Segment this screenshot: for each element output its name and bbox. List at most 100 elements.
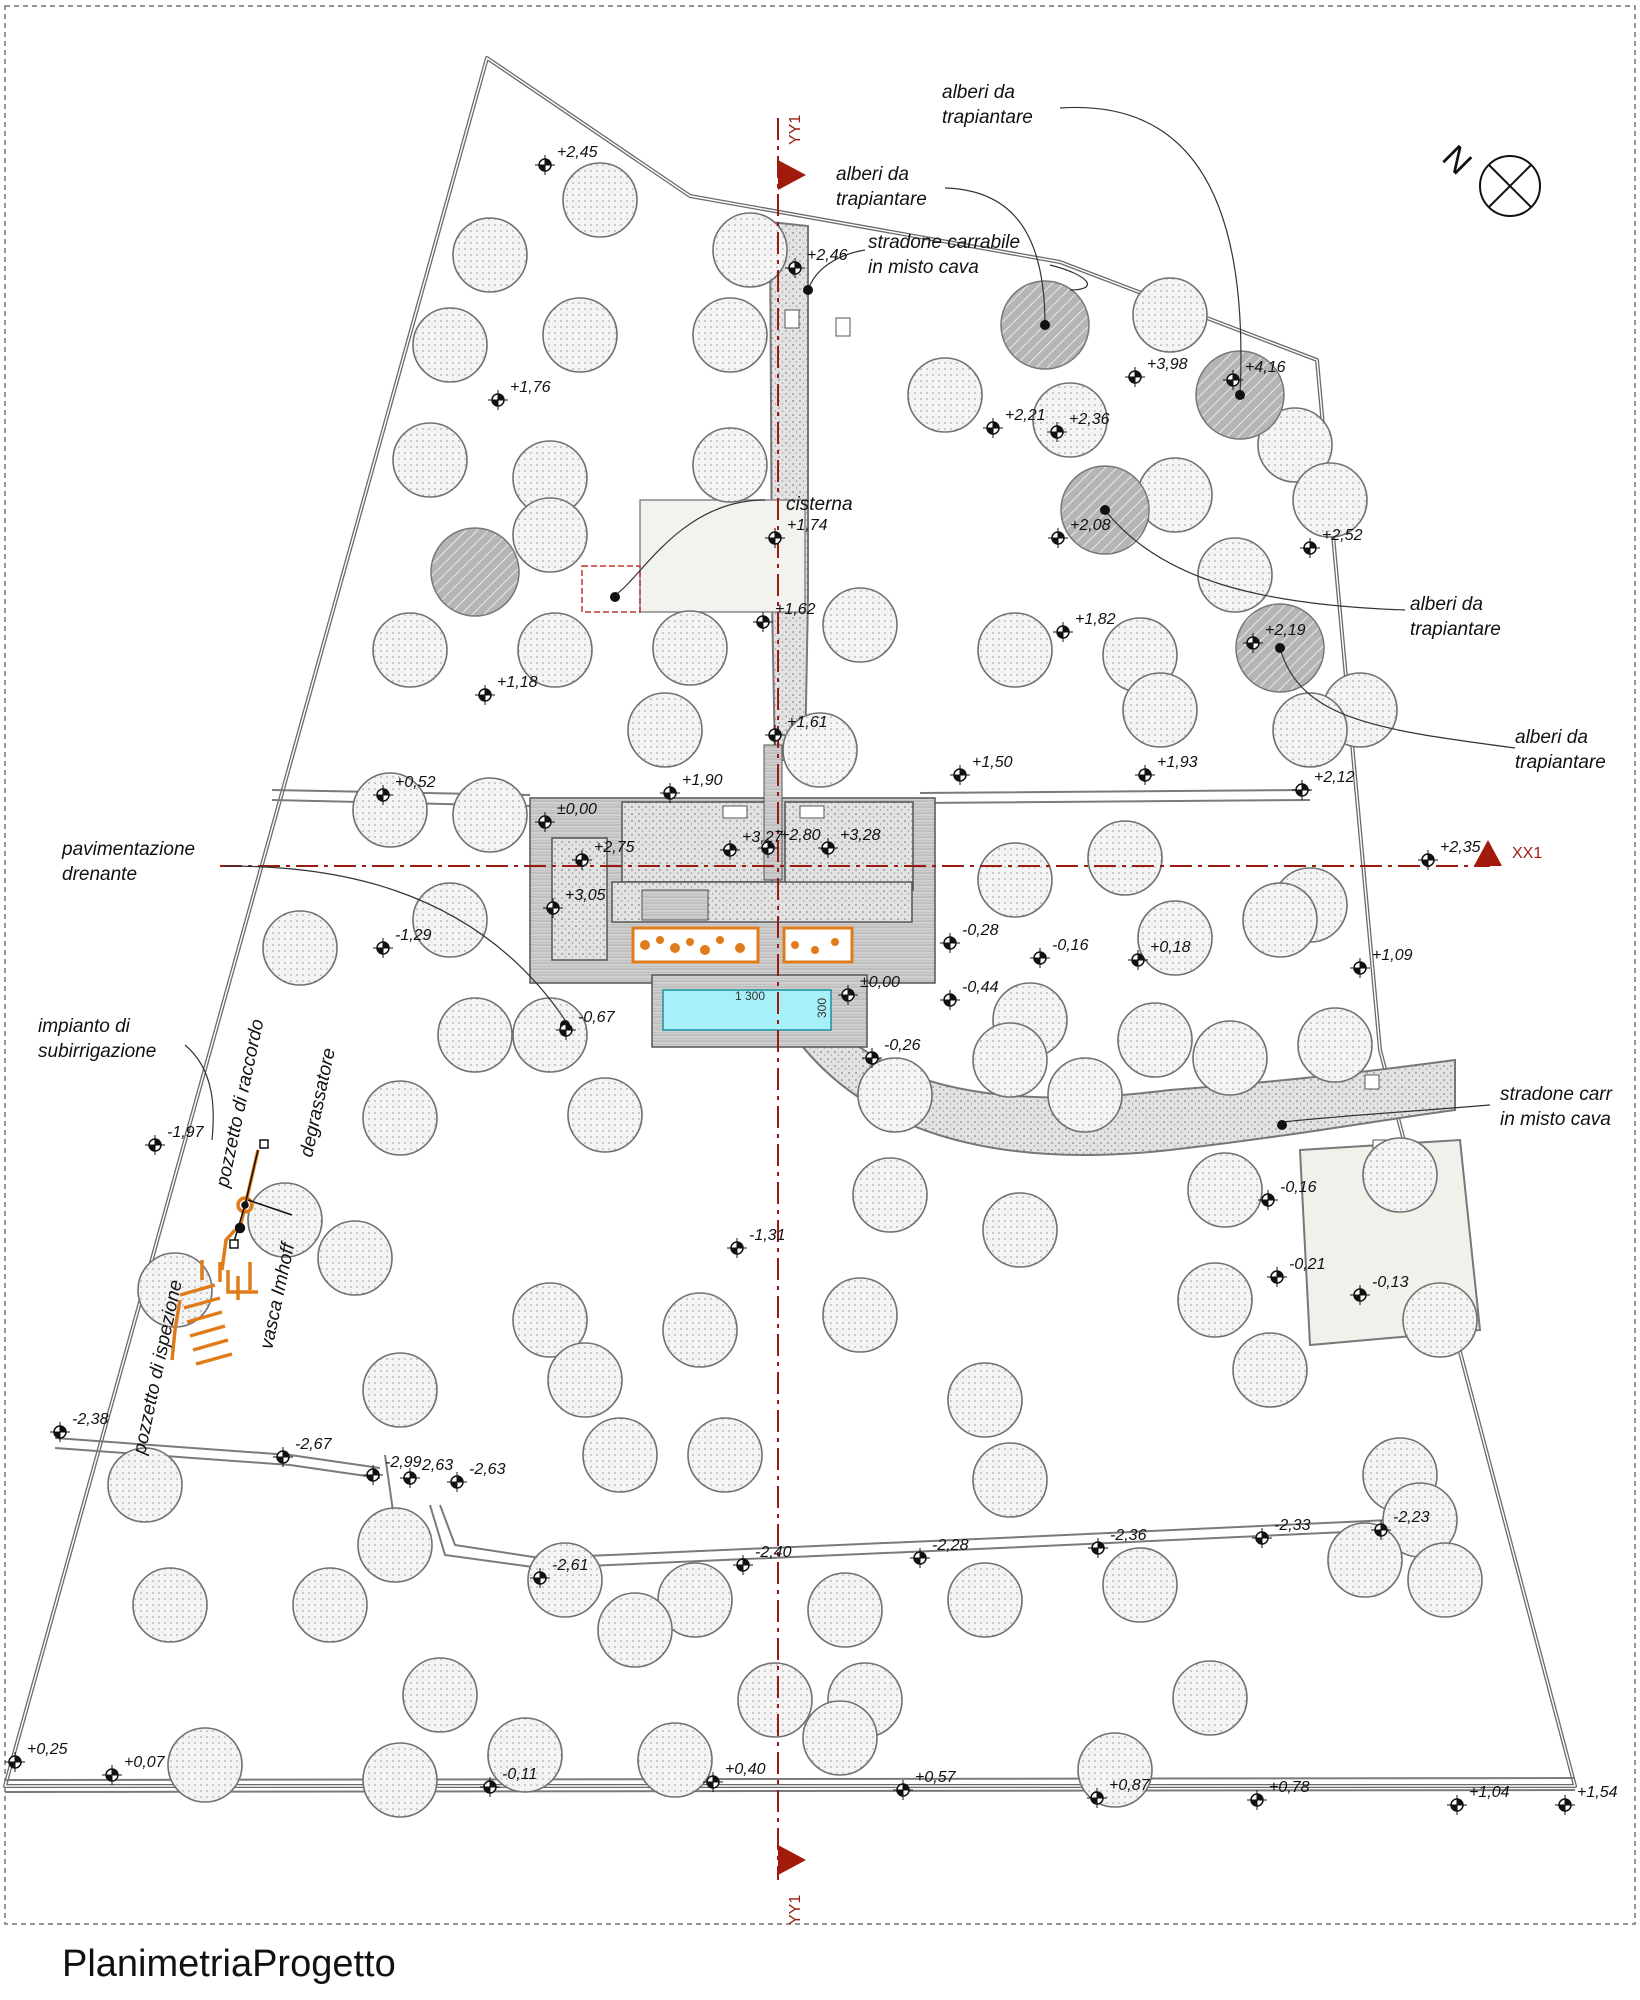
terrace-walls bbox=[4, 789, 1576, 1793]
drawing-title: PlanimetriaProgetto bbox=[62, 1943, 396, 1985]
elevation-marker: +1,90 bbox=[660, 772, 723, 803]
elevation-marker: +3,05 bbox=[543, 887, 606, 918]
axis-marker-top bbox=[778, 160, 806, 190]
elevation-marker: -2,40 bbox=[733, 1544, 792, 1575]
tree-27 bbox=[1272, 692, 1348, 768]
elevation-label: -2,61 bbox=[552, 1557, 588, 1574]
tree-19 bbox=[652, 610, 728, 686]
tree-9 bbox=[1257, 407, 1333, 483]
elevation-marker: +1,82 bbox=[1053, 611, 1116, 642]
tree-89 bbox=[802, 1700, 878, 1776]
tree-35 bbox=[1242, 882, 1318, 958]
tree-48 bbox=[1362, 1137, 1438, 1213]
elevation-label: -0,16 bbox=[1280, 1179, 1317, 1196]
elevation-marker: +0,87 bbox=[1087, 1777, 1151, 1808]
axis-label-right: XX1 bbox=[1512, 845, 1542, 862]
tree-64 bbox=[582, 1417, 658, 1493]
elevation-label: +2,21 bbox=[1005, 407, 1045, 424]
tree-84 bbox=[1172, 1660, 1248, 1736]
elevation-label: +1,50 bbox=[972, 754, 1013, 771]
tree-72 bbox=[1327, 1522, 1403, 1598]
elevation-marker: -0,13 bbox=[1350, 1274, 1409, 1305]
label-cistern: cisterna bbox=[786, 494, 853, 515]
elevation-marker: +0,07 bbox=[102, 1754, 166, 1785]
elevation-marker: +2,12 bbox=[1292, 769, 1355, 800]
tree-40 bbox=[1117, 1002, 1193, 1078]
elevation-label: +0,52 bbox=[395, 774, 436, 791]
elevation-label: +1,61 bbox=[787, 714, 827, 731]
tree-25 bbox=[782, 712, 858, 788]
tree-57 bbox=[822, 1277, 898, 1353]
elevation-marker: +3,98 bbox=[1125, 356, 1188, 387]
elevation-label: +2,35 bbox=[1440, 839, 1481, 856]
elevation-marker: +1,93 bbox=[1135, 754, 1198, 785]
tree-18 bbox=[517, 612, 593, 688]
tree-13 bbox=[692, 427, 768, 503]
elevation-marker: +2,52 bbox=[1300, 527, 1363, 558]
elevation-marker: +1,09 bbox=[1350, 947, 1413, 978]
tree-52 bbox=[1187, 1152, 1263, 1228]
tree-61 bbox=[362, 1352, 438, 1428]
tree-5 bbox=[692, 297, 768, 373]
elevation-label: -0,26 bbox=[884, 1037, 921, 1054]
elevation-marker: +1,76 bbox=[488, 379, 551, 410]
tree-7 bbox=[1132, 277, 1208, 353]
tree-49 bbox=[247, 1182, 323, 1258]
tree-81 bbox=[402, 1657, 478, 1733]
elevation-marker: +1,18 bbox=[475, 674, 538, 705]
tree-10 bbox=[1292, 462, 1368, 538]
tree-38 bbox=[437, 997, 513, 1073]
elevation-label: +0,18 bbox=[1150, 939, 1191, 956]
elevation-label: +1,90 bbox=[682, 772, 723, 789]
tree-1 bbox=[452, 217, 528, 293]
tree-4 bbox=[542, 297, 618, 373]
tree-33 bbox=[262, 910, 338, 986]
elevation-marker: +2,21 bbox=[983, 407, 1045, 438]
elevation-label: +4,16 bbox=[1245, 359, 1286, 376]
elevation-label: +2,75 bbox=[594, 839, 635, 856]
elevation-marker: -2,99 bbox=[363, 1454, 422, 1485]
tree-55 bbox=[317, 1220, 393, 1296]
elevation-marker: +1,61 bbox=[765, 714, 827, 745]
elevation-marker: -1,31 bbox=[727, 1227, 785, 1258]
elevation-label: +3,28 bbox=[840, 827, 881, 844]
tree-75 bbox=[657, 1562, 733, 1638]
elevation-marker: +1,54 bbox=[1555, 1784, 1618, 1815]
tree-44 bbox=[567, 1077, 643, 1153]
trees bbox=[107, 162, 1483, 1818]
elevation-label: -0,13 bbox=[1372, 1274, 1409, 1291]
elevation-marker: -1,29 bbox=[373, 927, 432, 958]
tree-74 bbox=[292, 1567, 368, 1643]
tree-86 bbox=[362, 1742, 438, 1818]
elevation-marker: +2,45 bbox=[535, 144, 598, 175]
axis-marker-bottom bbox=[778, 1845, 806, 1875]
elevation-label: 2,63 bbox=[421, 1457, 453, 1474]
tree-62 bbox=[547, 1342, 623, 1418]
elevation-label: +1,04 bbox=[1469, 1784, 1510, 1801]
elevation-label: +2,45 bbox=[557, 144, 598, 161]
section-axes bbox=[220, 118, 1490, 1880]
elevation-label: -2,99 bbox=[385, 1454, 422, 1471]
elevation-marker: +1,04 bbox=[1447, 1784, 1510, 1815]
elevation-label: ±0,00 bbox=[557, 801, 597, 818]
tree-88 bbox=[1077, 1732, 1153, 1808]
tree-46 bbox=[1047, 1057, 1123, 1133]
north-label: N bbox=[1435, 138, 1479, 182]
tree-79 bbox=[947, 1562, 1023, 1638]
elevation-label: +1,18 bbox=[497, 674, 538, 691]
elevation-label: -1,31 bbox=[749, 1227, 785, 1244]
elevation-marker: -2,61 bbox=[530, 1557, 588, 1588]
elevation-marker: -0,28 bbox=[940, 922, 999, 953]
tree-6 bbox=[907, 357, 983, 433]
elevation-marker: +2,19 bbox=[1243, 622, 1306, 653]
tree-71 bbox=[1407, 1542, 1483, 1618]
elevation-label: +1,54 bbox=[1577, 1784, 1618, 1801]
elevation-label: -1,97 bbox=[167, 1124, 205, 1141]
elevation-label: -2,36 bbox=[1110, 1527, 1147, 1544]
elevation-label: -0,28 bbox=[962, 922, 999, 939]
elevation-marker: ±0,00 bbox=[535, 801, 597, 832]
